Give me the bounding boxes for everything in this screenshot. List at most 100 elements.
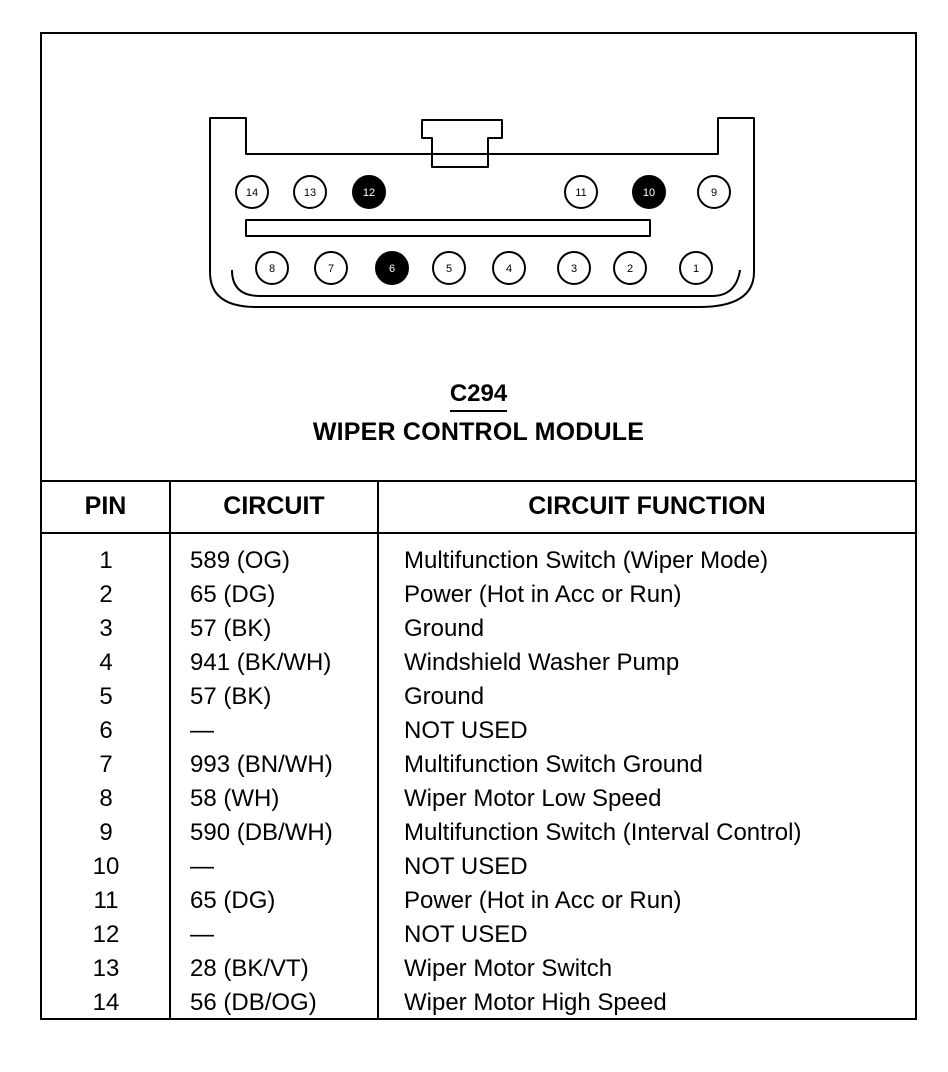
table-row: 2 65 (DG) Power (Hot in Acc or Run) xyxy=(42,578,915,612)
pin-cell: 5 xyxy=(99,683,113,710)
circuit-cell: 941 (BK/WH) xyxy=(190,649,332,676)
pin-cell: 10 xyxy=(92,853,120,880)
circuit-cell: 57 (BK) xyxy=(190,683,272,710)
circuit-cell: — xyxy=(190,717,214,744)
table-body: 1 589 (OG) Multifunction Switch (Wiper Mod… xyxy=(42,544,915,1020)
circuit-cell: 56 (DB/OG) xyxy=(190,989,317,1016)
pin-cell: 2 xyxy=(99,581,113,608)
pin-cavity xyxy=(632,175,666,209)
function-cell: NOT USED xyxy=(404,921,528,948)
pin-number-label: 9 xyxy=(711,187,717,199)
function-cell: Wiper Motor Low Speed xyxy=(404,785,662,812)
pin-cell: 8 xyxy=(99,785,113,812)
table-row: 13 28 (BK/VT) Wiper Motor Switch xyxy=(42,952,915,986)
table-row: 9 590 (DB/WH) Multifunction Switch (Interv… xyxy=(42,816,915,850)
function-cell: Wiper Motor Switch xyxy=(404,955,613,982)
circuit-cell: 58 (WH) xyxy=(190,785,280,812)
pin-cell: 3 xyxy=(99,615,113,642)
circuit-cell: 57 (BK) xyxy=(190,615,272,642)
pin-number-label: 13 xyxy=(304,187,316,199)
pin-number-label: 10 xyxy=(643,187,655,199)
table-row: 12 — NOT USED xyxy=(42,918,915,952)
pin-cell: 1 xyxy=(99,547,113,574)
pin-cavity xyxy=(352,175,386,209)
connector-id-text: C294 xyxy=(449,380,508,412)
function-cell: Power (Hot in Acc or Run) xyxy=(404,581,682,608)
pin-table: PIN CIRCUIT CIRCUIT FUNCTION 1 589 (OG) Mu… xyxy=(42,480,915,1020)
pin-cell: 6 xyxy=(99,717,113,744)
connector-name: WIPER CONTROL MODULE xyxy=(312,418,645,446)
function-cell: Ground xyxy=(404,683,485,710)
pin-cell: 12 xyxy=(92,921,120,948)
function-cell: Multifunction Switch (Wiper Mode) xyxy=(404,547,769,574)
pin-cavity xyxy=(492,251,526,285)
circuit-cell: 993 (BN/WH) xyxy=(190,751,333,778)
circuit-cell: 590 (DB/WH) xyxy=(190,819,333,846)
pin-number-label: 12 xyxy=(363,187,375,199)
pin-cell: 11 xyxy=(93,887,119,914)
pin-cell: 9 xyxy=(99,819,113,846)
pin-cavity xyxy=(564,175,598,209)
pin-cavity xyxy=(679,251,713,285)
function-cell: Windshield Washer Pump xyxy=(404,649,680,676)
header-circuit-function: CIRCUIT FUNCTION xyxy=(528,492,766,520)
table-header: PIN CIRCUIT CIRCUIT FUNCTION xyxy=(42,480,915,534)
table-row: 7 993 (BN/WH) Multifunction Switch Ground xyxy=(42,748,915,782)
pin-number-label: 3 xyxy=(571,263,577,275)
pin-number-label: 2 xyxy=(627,263,633,275)
connector-keying-bar xyxy=(245,219,651,237)
pin-number-label: 5 xyxy=(446,263,452,275)
circuit-cell: 65 (DG) xyxy=(190,887,276,914)
function-cell: Wiper Motor High Speed xyxy=(404,989,667,1016)
pin-cavity xyxy=(613,251,647,285)
pin-number-label: 7 xyxy=(328,263,334,275)
connector-latch xyxy=(431,153,489,168)
circuit-cell: 65 (DG) xyxy=(190,581,276,608)
pin-number-label: 1 xyxy=(693,263,699,275)
pin-cavity xyxy=(235,175,269,209)
circuit-cell: 28 (BK/VT) xyxy=(190,955,309,982)
column-divider xyxy=(377,480,379,1020)
table-row: 8 58 (WH) Wiper Motor Low Speed xyxy=(42,782,915,816)
column-divider xyxy=(169,480,171,1020)
function-cell: Multifunction Switch Ground xyxy=(404,751,703,778)
circuit-cell: — xyxy=(190,853,214,880)
table-row: 3 57 (BK) Ground xyxy=(42,612,915,646)
pin-cavity xyxy=(255,251,289,285)
pin-cavity xyxy=(314,251,348,285)
pin-cell: 7 xyxy=(99,751,113,778)
table-row: 5 57 (BK) Ground xyxy=(42,680,915,714)
header-circuit: CIRCUIT xyxy=(223,492,325,520)
pin-number-label: 4 xyxy=(506,263,512,275)
table-row: 1 589 (OG) Multifunction Switch (Wiper Mod… xyxy=(42,544,915,578)
connector-housing-inner xyxy=(231,269,741,297)
header-pin: PIN xyxy=(84,492,127,520)
table-row: 10 — NOT USED xyxy=(42,850,915,884)
circuit-cell: 589 (OG) xyxy=(190,547,291,574)
function-cell: Ground xyxy=(404,615,485,642)
pin-cell: 13 xyxy=(92,955,120,982)
pin-cavity xyxy=(432,251,466,285)
circuit-cell: — xyxy=(190,921,214,948)
pin-cavity xyxy=(293,175,327,209)
function-cell: NOT USED xyxy=(404,717,528,744)
pin-cell: 14 xyxy=(92,989,120,1016)
pin-number-label: 8 xyxy=(269,263,275,275)
pin-cavity xyxy=(557,251,591,285)
function-cell: NOT USED xyxy=(404,853,528,880)
pin-cell: 4 xyxy=(99,649,113,676)
pin-cavity xyxy=(697,175,731,209)
table-row: 6 — NOT USED xyxy=(42,714,915,748)
connector-housing-outline xyxy=(209,117,755,308)
pin-number-label: 14 xyxy=(246,187,258,199)
pin-number-label: 11 xyxy=(575,187,586,199)
table-row: 14 56 (DB/OG) Wiper Motor High Speed xyxy=(42,986,915,1020)
connector-id: C294 xyxy=(42,380,915,412)
function-cell: Multifunction Switch (Interval Control) xyxy=(404,819,802,846)
pin-cavity xyxy=(375,251,409,285)
table-row: 4 941 (BK/WH) Windshield Washer Pump xyxy=(42,646,915,680)
